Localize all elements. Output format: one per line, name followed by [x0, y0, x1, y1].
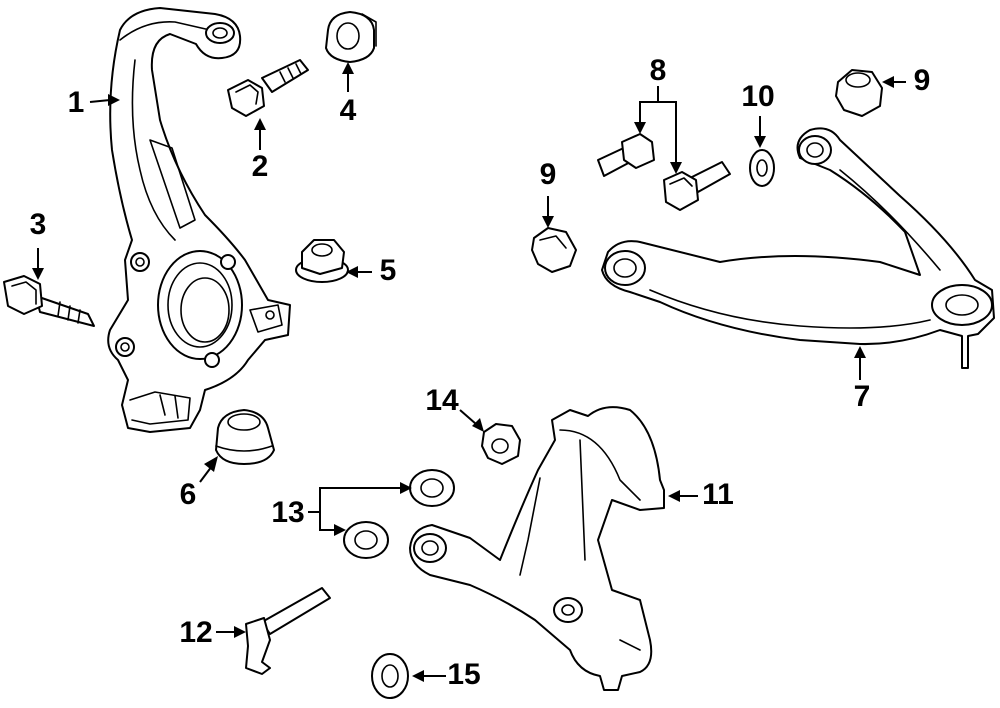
callout-11: 11 [702, 478, 734, 511]
callout-15: 15 [447, 658, 480, 691]
part-bolt-3 [3, 275, 95, 327]
callout-6: 6 [180, 478, 197, 511]
part-bolt-12 [245, 587, 331, 675]
callout-5: 5 [380, 254, 397, 287]
callout-3: 3 [30, 208, 47, 241]
part-bolt-2 [227, 59, 309, 117]
callout-8: 8 [650, 54, 667, 87]
part-bushing-6 [215, 409, 275, 465]
callout-7: 7 [854, 380, 871, 413]
part-bushing-4 [325, 11, 377, 63]
part-steering-knuckle [107, 7, 291, 433]
part-washer-10 [749, 149, 775, 187]
callout-9-right: 9 [914, 64, 931, 97]
callout-12: 12 [179, 616, 212, 649]
callout-1: 1 [68, 86, 85, 119]
leader-lines [32, 62, 906, 682]
callout-4: 4 [340, 94, 357, 127]
callout-2: 2 [252, 150, 269, 183]
part-nut-9-right [835, 69, 883, 117]
callout-14: 14 [425, 384, 459, 417]
part-nut-9-left [531, 227, 577, 273]
part-washer-15 [371, 653, 409, 699]
part-bolts-8 [597, 133, 731, 211]
part-cam-washers-13 [343, 469, 455, 559]
callout-13: 13 [271, 496, 304, 529]
part-upper-control-arm [601, 127, 995, 369]
part-lower-control-arm [409, 406, 665, 691]
callout-9-left: 9 [540, 158, 557, 191]
callout-labels: 1 2 3 4 5 6 7 8 9 9 10 11 12 13 14 15 [30, 54, 931, 691]
part-nut-14 [481, 423, 521, 465]
part-flange-nut-5 [295, 239, 349, 283]
callout-10: 10 [741, 80, 774, 113]
